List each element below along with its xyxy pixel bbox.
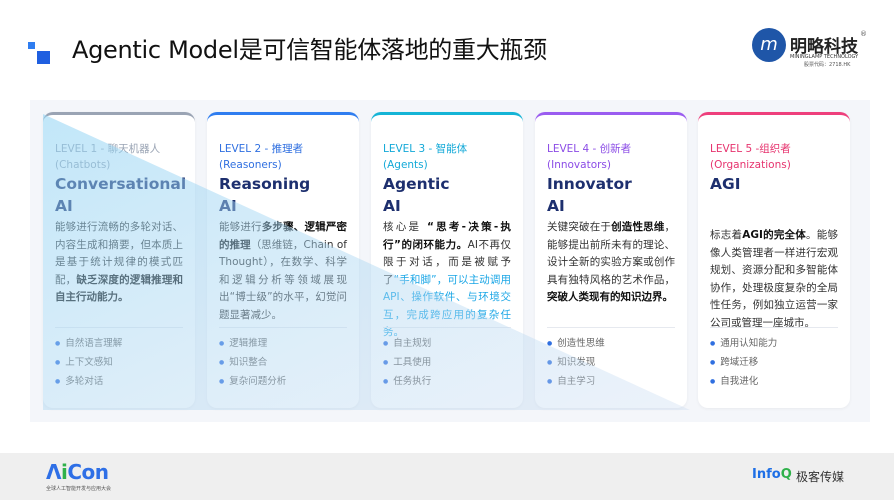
- level-card-3: LEVEL 3 - 智能体 (Agents) Agentic AI 核心是 “思…: [371, 112, 523, 408]
- feature-list: 逻辑推理知识整合复杂问题分析: [219, 334, 286, 391]
- description-segment: 。能够像人类管理者一样进行宏观规划、资源分配和多智能体协作，处理极度复杂的全局性…: [710, 229, 838, 329]
- card-level: LEVEL 5 -组织者: [710, 143, 791, 155]
- aicon-subtitle: 全球人工智能开发与应用大会: [46, 486, 112, 492]
- description-segment: “手和脚”，可以主动调用API、操作软件、与环境交互，完成跨应用的复杂任务。: [383, 273, 511, 339]
- description-segment: 能够进行: [219, 221, 262, 233]
- card-description: 核心是 “思考-决策-执行”的闭环能力。AI不再仅限于对话，而是被赋予了“手和脚…: [383, 219, 511, 342]
- level-card-1: LEVEL 1 - 聊天机器人 (Chatbots) Conversationa…: [43, 112, 195, 408]
- card-level: LEVEL 4 - 创新者: [547, 143, 632, 155]
- page-title: Agentic Model是可信智能体落地的重大瓶颈: [72, 36, 547, 64]
- divider: [710, 327, 838, 328]
- feature-item: 通用认知能力: [710, 334, 777, 353]
- card-title: Agentic: [383, 175, 450, 193]
- card-title: AGI: [710, 175, 741, 193]
- card-level: LEVEL 3 - 智能体: [383, 143, 468, 155]
- card-level-en: (Reasoners): [219, 159, 282, 171]
- description-segment: 突破人类现有的知识边界。: [547, 291, 673, 303]
- divider: [383, 327, 511, 328]
- feature-item: 跨域迁移: [710, 353, 777, 372]
- level-card-4: LEVEL 4 - 创新者 (Innovators) Innovator AI …: [535, 112, 687, 408]
- card-title: Conversational: [55, 175, 187, 193]
- feature-item: 创造性思维: [547, 334, 605, 353]
- infoq-logo: InfoQ: [752, 467, 792, 482]
- logo-name-en: MININGLAMP TECHNOLOGY: [790, 54, 859, 60]
- description-segment: 标志着: [710, 229, 743, 241]
- card-title-2: AI: [219, 197, 237, 215]
- feature-item: 自主学习: [547, 372, 605, 391]
- divider: [547, 327, 675, 328]
- card-title: Innovator: [547, 175, 632, 193]
- description-segment: 关键突破在于: [547, 221, 612, 233]
- card-title-2: [710, 195, 838, 217]
- level-card-2: LEVEL 2 - 推理者 (Reasoners) Reasoning AI 能…: [207, 112, 359, 408]
- card-description: 能够进行多步骤、逻辑严密的推理（思维链，Chain of Thought），在数…: [219, 219, 347, 324]
- feature-item: 多轮对话: [55, 372, 122, 391]
- level-card-5: LEVEL 5 -组织者 (Organizations) AGI 标志着AGI的…: [698, 112, 850, 408]
- description-segment: 核心是: [383, 221, 427, 233]
- feature-item: 自我进化: [710, 372, 777, 391]
- card-title-2: AI: [55, 197, 73, 215]
- brand-squares-icon: [28, 42, 50, 64]
- card-level: LEVEL 2 - 推理者: [219, 143, 304, 155]
- feature-item: 自然语言理解: [55, 334, 122, 353]
- footer: ΛiCon 全球人工智能开发与应用大会 InfoQ 极客传媒: [0, 453, 894, 500]
- card-title-2: AI: [547, 197, 565, 215]
- card-level-en: (Chatbots): [55, 159, 111, 171]
- feature-item: 逻辑推理: [219, 334, 286, 353]
- divider: [55, 327, 183, 328]
- description-segment: 创造性思维: [611, 221, 665, 233]
- feature-item: 知识发现: [547, 353, 605, 372]
- feature-list: 通用认知能力跨域迁移自我进化: [710, 334, 777, 391]
- feature-item: 自主规划: [383, 334, 431, 353]
- card-level: LEVEL 1 - 聊天机器人: [55, 143, 161, 155]
- logo-stock-code: 股票代码：2718.HK: [804, 62, 851, 68]
- card-level-en: (Organizations): [710, 159, 791, 171]
- company-logo: m 明略科技 ® MININGLAMP TECHNOLOGY 股票代码：2718…: [752, 28, 892, 78]
- card-level-en: (Agents): [383, 159, 428, 171]
- card-level-en: (Innovators): [547, 159, 611, 171]
- feature-list: 创造性思维知识发现自主学习: [547, 334, 605, 391]
- infoq-name: 极客传媒: [796, 470, 845, 484]
- card-title-2: AI: [383, 197, 401, 215]
- feature-item: 工具使用: [383, 353, 431, 372]
- card-description: 关键突破在于创造性思维，能够提出前所未有的理论、设计全新的实验方案或创作具有独特…: [547, 219, 675, 307]
- card-description: 标志着AGI的完全体。能够像人类管理者一样进行宏观规划、资源分配和多智能体协作，…: [710, 227, 838, 332]
- feature-item: 上下文感知: [55, 353, 122, 372]
- feature-item: 复杂问题分析: [219, 372, 286, 391]
- aicon-logo: ΛiCon: [46, 460, 109, 484]
- logo-name-cn: 明略科技: [790, 37, 858, 57]
- logo-mark-icon: m: [752, 28, 786, 62]
- feature-list: 自然语言理解上下文感知多轮对话: [55, 334, 122, 391]
- feature-item: 知识整合: [219, 353, 286, 372]
- feature-list: 自主规划工具使用任务执行: [383, 334, 431, 391]
- card-description: 能够进行流畅的多轮对话、内容生成和摘要，但本质上是基于统计规律的模式匹配，缺乏深…: [55, 219, 183, 307]
- feature-item: 任务执行: [383, 372, 431, 391]
- description-segment: AGI的完全体: [742, 229, 807, 241]
- logo-registered: ®: [860, 30, 867, 38]
- card-title: Reasoning: [219, 175, 311, 193]
- divider: [219, 327, 347, 328]
